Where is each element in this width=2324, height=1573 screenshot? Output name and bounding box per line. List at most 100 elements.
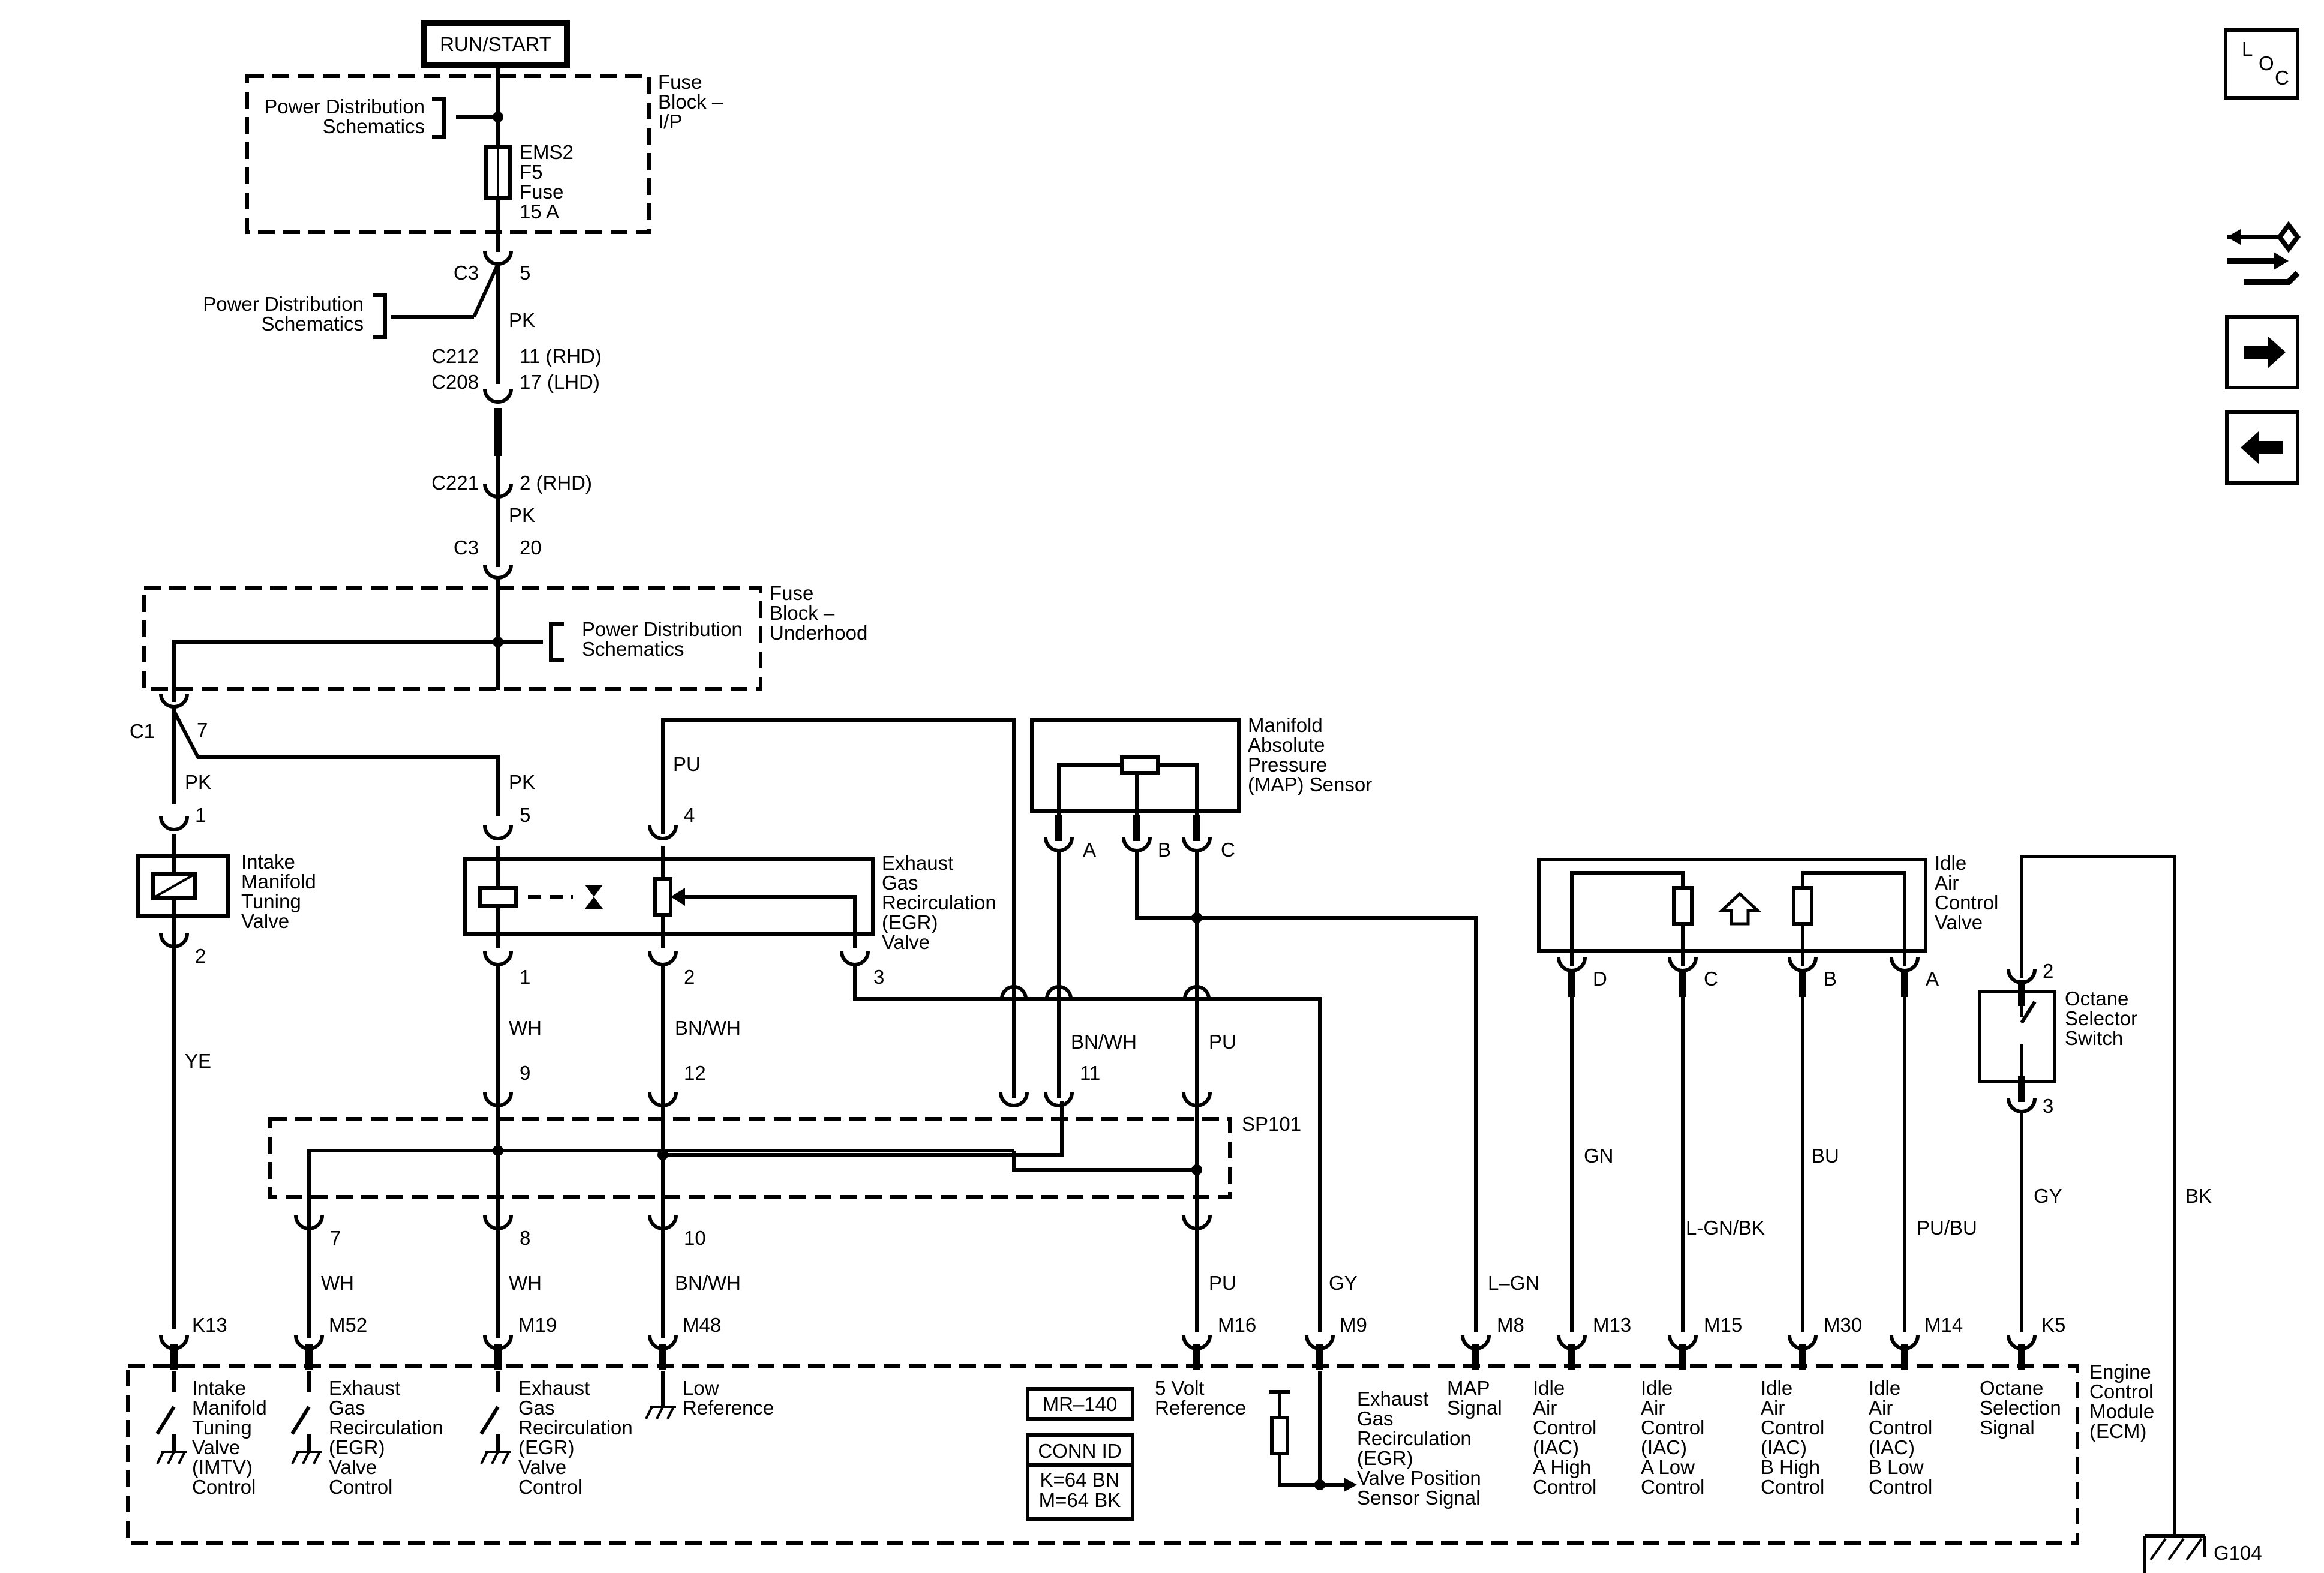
m16-label-1: 5 Volt (1155, 1377, 1205, 1399)
wire-gn: GN (1584, 1145, 1614, 1167)
m30-label-1: Idle (1761, 1377, 1792, 1399)
c212-pin: 11 (RHD) (520, 345, 602, 367)
k13-label-6: Control (192, 1476, 256, 1498)
m19-label-3: Recirculation (518, 1416, 633, 1439)
next-page-button[interactable] (2225, 315, 2299, 389)
m19-label-1: Exhaust (518, 1377, 590, 1399)
loc-letter-c: C (2275, 67, 2289, 89)
iac-pin-b: B (1824, 968, 1837, 990)
m52-label-2: Gas (329, 1397, 365, 1419)
m13-label-6: Control (1533, 1476, 1596, 1498)
m9-label-6: Sensor Signal (1357, 1487, 1480, 1509)
m13-label-3: Control (1533, 1416, 1596, 1439)
fuse-block-ip-label-2: Block – (658, 91, 723, 113)
wire-pk-2: PK (509, 504, 535, 526)
m52-label-3: Recirculation (329, 1416, 443, 1439)
imtv-label-2: Manifold (241, 870, 316, 893)
k13-label-2: Manifold (192, 1397, 267, 1419)
iac-label-3: Control (1935, 891, 1998, 914)
iac-label-1: Idle (1935, 852, 1966, 874)
egr-label-2: Gas (882, 872, 918, 894)
m30-label-4: (IAC) (1761, 1436, 1807, 1458)
loc-letter-l: L (2242, 38, 2253, 60)
fuse-block-ip-label-1: Fuse (658, 71, 702, 93)
egr-pin-2: 2 (684, 966, 695, 988)
wire-bk: BK (2185, 1185, 2212, 1207)
ecm-pin-k13: K13 (192, 1314, 227, 1336)
k13-label-3: Tuning (192, 1416, 252, 1439)
m15-label-5: A Low (1641, 1456, 1695, 1478)
conn-id-k: K=64 BN (1040, 1469, 1120, 1491)
ecm-pin-m52: M52 (329, 1314, 367, 1336)
ecm-internal-drivers (155, 1371, 1357, 1492)
c1-connector: C1 7 PK PK (130, 694, 535, 816)
wire-pubu: PU/BU (1917, 1217, 1977, 1239)
egr-pin-3: 3 (873, 966, 884, 988)
arrow-right-icon (2268, 336, 2286, 368)
map-label-3: Pressure (1248, 754, 1327, 776)
map-label-4: (MAP) Sensor (1248, 773, 1372, 795)
iac-valve: Idle Air Control Valve D C B A GN L-GN/B… (1537, 852, 1998, 1332)
m13-label-4: (IAC) (1533, 1436, 1579, 1458)
pds-label-1a: Power Distribution (264, 95, 425, 118)
map-sensor: Manifold Absolute Pressure (MAP) Sensor … (1001, 714, 1478, 1332)
ecm-pin-m8: M8 (1497, 1314, 1524, 1336)
pds-label-1b: Schematics (322, 115, 425, 137)
m52-label-5: Valve (329, 1456, 377, 1478)
conn-id-title: CONN ID (1038, 1440, 1121, 1462)
ecm-function-labels: Intake Manifold Tuning Valve (IMTV) Cont… (192, 1377, 2061, 1509)
m14-label-1: Idle (1869, 1377, 1900, 1399)
m19-label-5: Valve (518, 1456, 566, 1478)
fuse-label-4: 15 A (520, 200, 559, 223)
oss-label-3: Switch (2065, 1027, 2123, 1049)
c208-pin: 17 (LHD) (520, 371, 600, 393)
c1-label: C1 (130, 720, 155, 742)
ground-id: G104 (2214, 1542, 2262, 1564)
wire-bnwh-egr: BN/WH (675, 1017, 741, 1039)
ecm-module: Engine Control Module (ECM) K13 M52 M19 … (126, 1314, 2154, 1545)
m15-label-2: Air (1641, 1397, 1665, 1419)
m9-label-4: (EGR) (1357, 1447, 1413, 1469)
m15-label-4: (IAC) (1641, 1436, 1687, 1458)
m19-label-6: Control (518, 1476, 582, 1498)
map-pin-c: C (1221, 839, 1235, 861)
connector-view-icon[interactable] (2227, 221, 2301, 285)
wire-gy-k5: GY (2034, 1185, 2062, 1207)
m9-label-5: Valve Position (1357, 1467, 1481, 1489)
k13-label-1: Intake (192, 1377, 246, 1399)
ecm-pin-m9: M9 (1340, 1314, 1367, 1336)
ecm-pin-m14: M14 (1924, 1314, 1963, 1336)
ecm-pin-m48: M48 (683, 1314, 721, 1336)
m13-label-1: Idle (1533, 1377, 1565, 1399)
map-pin-b: B (1158, 839, 1171, 861)
c3-pin-5: 5 (520, 262, 530, 284)
prev-page-button[interactable] (2225, 410, 2299, 485)
arrow-left-icon (2241, 431, 2259, 464)
fuse-block-underhood: Power Distribution Schematics Fuse Block… (142, 582, 867, 702)
conn-id-m: M=64 BK (1039, 1489, 1121, 1511)
egr-valve: 5 PU 4 Exhaust Gas Recirculation (EGR) V… (463, 718, 1322, 1338)
wire-wh-egr: WH (509, 1017, 542, 1039)
map-label-2: Absolute (1248, 734, 1325, 756)
wire-wh-m52: WH (321, 1272, 354, 1294)
k5-label-2: Selection (1980, 1397, 2061, 1419)
m15-label-1: Idle (1641, 1377, 1673, 1399)
iac-pin-c: C (1704, 968, 1718, 990)
m48-label-2: Reference (683, 1397, 774, 1419)
wire-ye: YE (185, 1050, 211, 1072)
splice-sp101: SP101 7 8 10 WH WH BN/WH PU GY L–GN (268, 1101, 1539, 1338)
fuse-block-uh-label-1: Fuse (770, 582, 813, 604)
ground-g104: G104 (2143, 1534, 2262, 1573)
sp101-label: SP101 (1242, 1113, 1301, 1135)
ecm-pin-m16: M16 (1218, 1314, 1256, 1336)
c3-conn-label-2: C3 (454, 536, 479, 559)
doc-id: MR–140 (1043, 1393, 1118, 1415)
loc-button[interactable]: L O C (2224, 28, 2299, 100)
ecm-pin-m30: M30 (1824, 1314, 1862, 1336)
fuse-label-1: EMS2 (520, 141, 574, 163)
fuse-label-2: F5 (520, 161, 543, 183)
m8-label-1: MAP (1447, 1377, 1490, 1399)
iac-pin-a: A (1926, 968, 1939, 990)
pds-label-3b: Schematics (582, 638, 684, 660)
